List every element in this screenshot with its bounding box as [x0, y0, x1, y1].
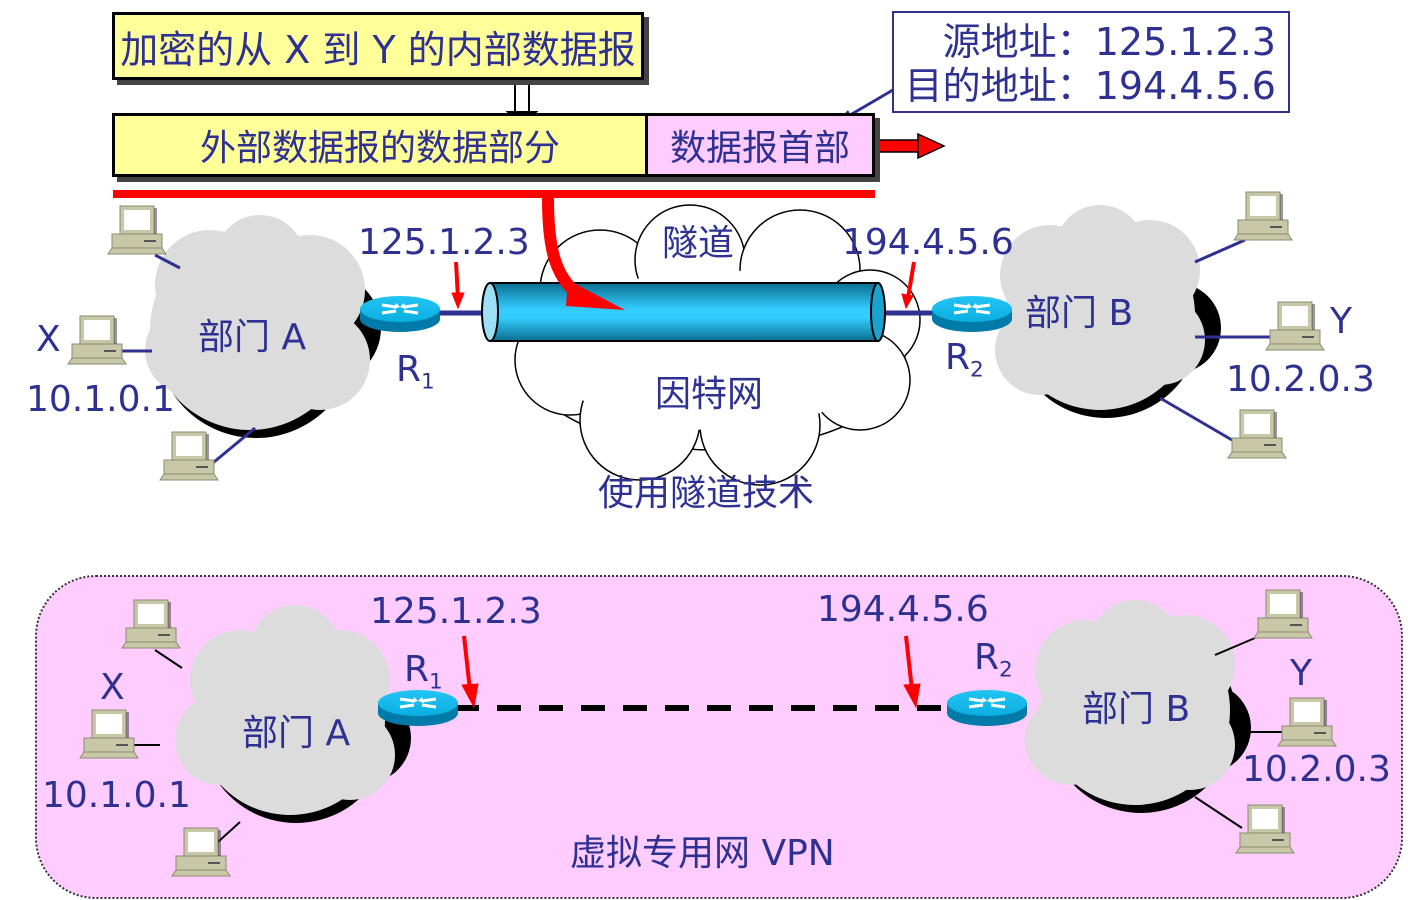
inner-datagram-box: 加密的从 X 到 Y 的内部数据报 — [112, 12, 644, 80]
destination-address-label: 目的地址： — [904, 64, 1095, 108]
computer-x-icon — [67, 315, 127, 365]
r1-ip-label-top: 125.1.2.3 — [358, 222, 530, 263]
dept-b-label-top: 部门 B — [1025, 293, 1134, 334]
r2-label-bottom: R2 — [974, 637, 1013, 683]
internet-label: 因特网 — [655, 374, 764, 415]
tunnel-tube — [481, 282, 886, 342]
r2-label-top: R2 — [945, 337, 984, 383]
destination-address: 目的地址：194.4.5.6 — [905, 67, 1276, 105]
ip-pointer-arrows-bottom — [461, 635, 921, 709]
dept-b-cloud-bottom — [1025, 600, 1251, 813]
host-x-ip-bottom: 10.1.0.1 — [42, 775, 191, 816]
destination-address-value: 194.4.5.6 — [1094, 64, 1276, 108]
dept-a-cloud-top — [145, 215, 381, 438]
outer-header-label: 数据报首部 — [669, 128, 850, 169]
computer-icon — [107, 205, 167, 255]
router-r1-icon-bottom — [376, 688, 460, 728]
dept-a-label-top: 部门 A — [198, 317, 307, 358]
dept-a-cloud-bottom — [175, 605, 411, 823]
source-address-label: 源地址： — [942, 20, 1095, 64]
host-y-ip-bottom: 10.2.0.3 — [1242, 749, 1391, 790]
ip-pointer-arrows-top — [451, 261, 916, 310]
router-r2-icon-top — [930, 294, 1014, 334]
r1-ip-label-bottom: 125.1.2.3 — [370, 591, 542, 632]
computer-icon — [1233, 191, 1293, 241]
host-y-label-bottom: Y — [1290, 653, 1312, 694]
outer-data-box: 外部数据报的数据部分 — [112, 113, 648, 177]
top-caption: 使用隧道技术 — [598, 473, 815, 514]
host-x-label-top: X — [36, 319, 61, 360]
address-callout-box: 源地址：125.1.2.3 目的地址：194.4.5.6 — [892, 11, 1290, 113]
source-address: 源地址：125.1.2.3 — [943, 23, 1276, 61]
source-address-value: 125.1.2.3 — [1094, 20, 1276, 64]
tunnel-label: 隧道 — [662, 223, 735, 264]
host-x-label-bottom: X — [100, 667, 125, 708]
r2-ip-label-top: 194.4.5.6 — [842, 222, 1014, 263]
computer-icon — [1227, 409, 1287, 459]
vpn-caption: 虚拟专用网 VPN — [570, 833, 835, 874]
router-r1-icon-top — [358, 294, 442, 334]
dept-b-cloud-top — [995, 205, 1221, 418]
r1-label-bottom: R1 — [404, 649, 443, 695]
dept-a-label-bottom: 部门 A — [242, 713, 351, 754]
router-r2-icon-bottom — [945, 688, 1029, 728]
computer-y-icon — [1265, 301, 1325, 351]
dept-b-label-bottom: 部门 B — [1082, 689, 1191, 730]
r2-ip-label-bottom: 194.4.5.6 — [817, 589, 989, 630]
host-y-ip-top: 10.2.0.3 — [1226, 359, 1375, 400]
r1-label-top: R1 — [396, 349, 435, 395]
computer-icon — [159, 431, 219, 481]
host-y-label-top: Y — [1330, 301, 1352, 342]
curved-arrow-head — [566, 280, 625, 310]
forward-arrow-icon — [875, 132, 946, 160]
inner-datagram-label: 加密的从 X 到 Y 的内部数据报 — [120, 27, 636, 72]
outer-data-label: 外部数据报的数据部分 — [199, 128, 560, 169]
outer-datagram-bar — [113, 190, 875, 198]
host-x-ip-top: 10.1.0.1 — [26, 379, 175, 420]
outer-header-box: 数据报首部 — [645, 113, 875, 177]
